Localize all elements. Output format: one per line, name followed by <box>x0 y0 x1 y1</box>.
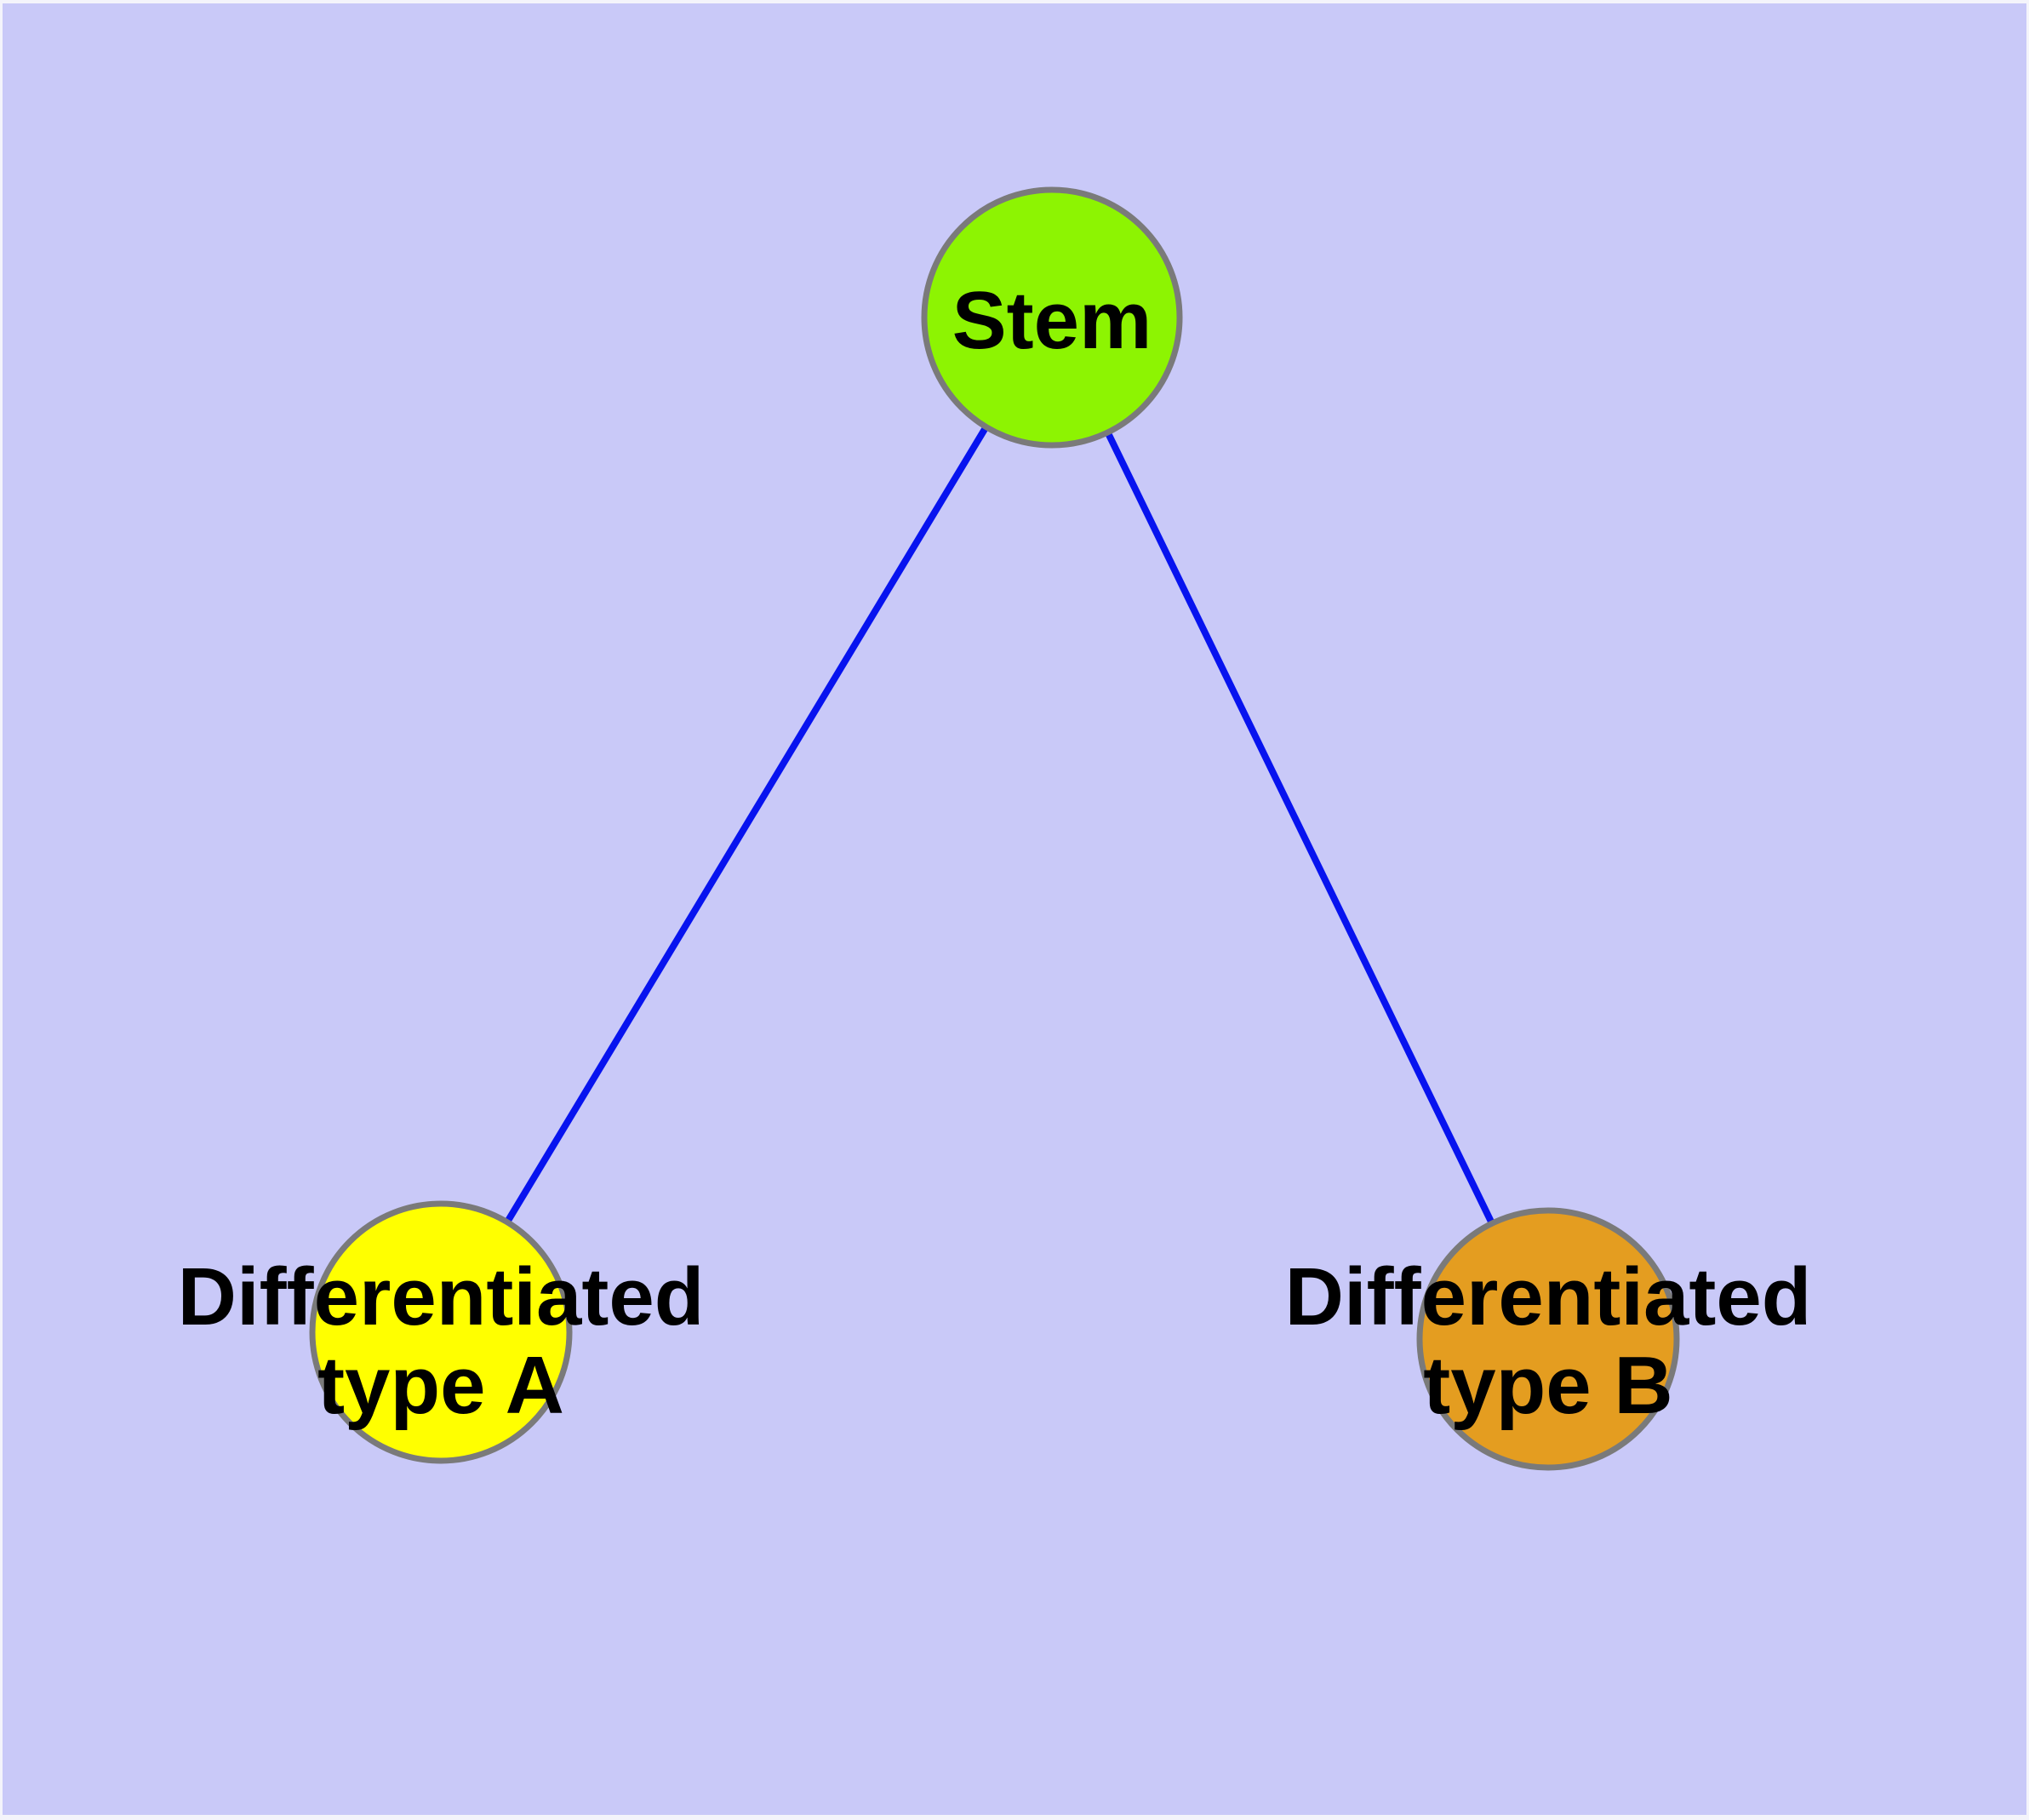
node-type-a-label-line2: type A <box>317 1340 564 1431</box>
node-type-b-label-line1: Differentiated <box>1285 1251 1812 1342</box>
node-type-b-label-line2: type B <box>1423 1340 1672 1431</box>
edge-stem-to-type-b <box>1049 316 1552 1341</box>
edge-stem-to-type-a <box>437 315 1055 1335</box>
node-type-a-label-line1: Differentiated <box>178 1251 705 1342</box>
node-stem <box>921 186 1183 449</box>
node-differentiated-type-b <box>1416 1207 1680 1471</box>
node-differentiated-type-a <box>309 1200 573 1464</box>
node-stem-label: Stem <box>952 275 1152 366</box>
